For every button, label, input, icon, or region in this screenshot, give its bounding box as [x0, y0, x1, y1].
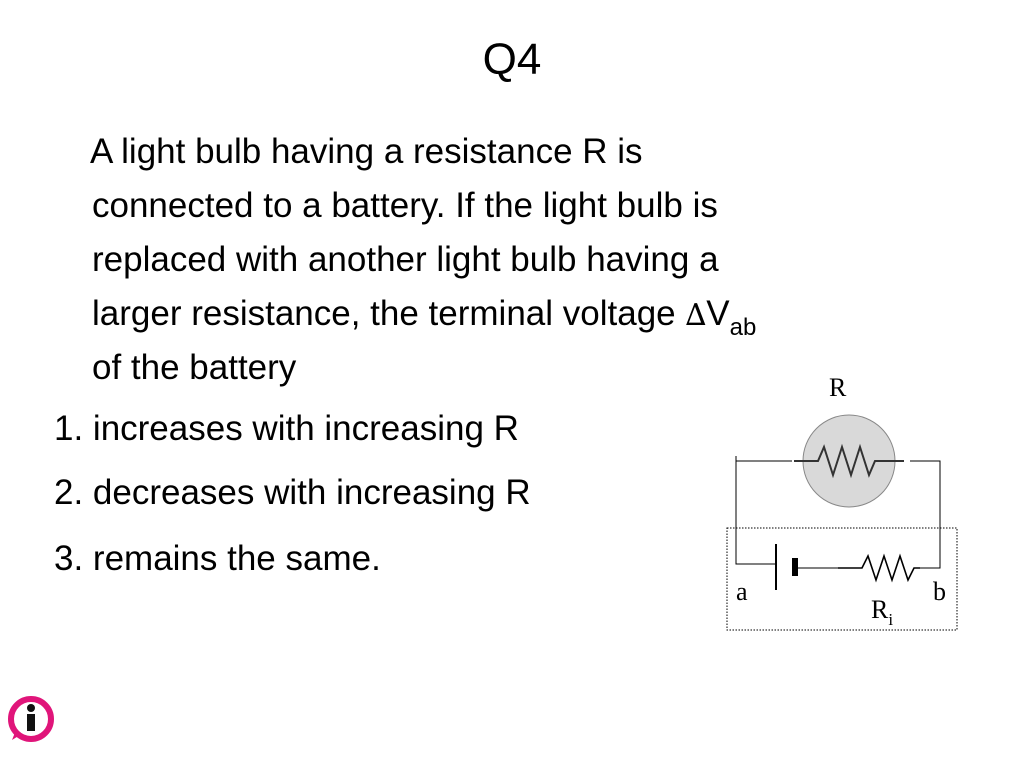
battery-dashed-box	[726, 527, 958, 631]
voltage-subscript: ab	[729, 314, 757, 341]
question-line-4: larger resistance, the terminal voltage …	[92, 287, 756, 345]
circuit-diagram: R a b Ri	[726, 373, 958, 631]
left-wire	[735, 456, 776, 565]
internal-resistor-label: Ri	[871, 595, 893, 629]
question-line-5: of the battery	[92, 348, 297, 387]
bottom-right-wire	[920, 558, 941, 569]
bulb-resistor-symbol	[794, 443, 904, 479]
delta-symbol: ∆	[685, 298, 707, 333]
info-icon	[8, 696, 54, 742]
option-1: 1. increases with increasing R	[54, 409, 519, 448]
question-line-1: A light bulb having a resistance R is	[90, 132, 643, 171]
top-right-wire	[910, 460, 941, 558]
question-line-4-text: larger resistance, the terminal voltage	[92, 294, 686, 333]
option-3: 3. remains the same.	[54, 539, 381, 578]
slide-title: Q4	[482, 35, 542, 84]
resistor-label: R	[829, 373, 847, 402]
question-line-2: connected to a battery. If the light bul…	[92, 186, 718, 225]
question-line-3: replaced with another light bulb having …	[92, 240, 719, 279]
option-2: 2. decreases with increasing R	[54, 473, 531, 512]
node-a-label: a	[736, 577, 748, 606]
internal-resistor-symbol	[838, 553, 920, 583]
voltage-symbol: V	[706, 294, 730, 333]
node-b-label: b	[933, 577, 946, 606]
